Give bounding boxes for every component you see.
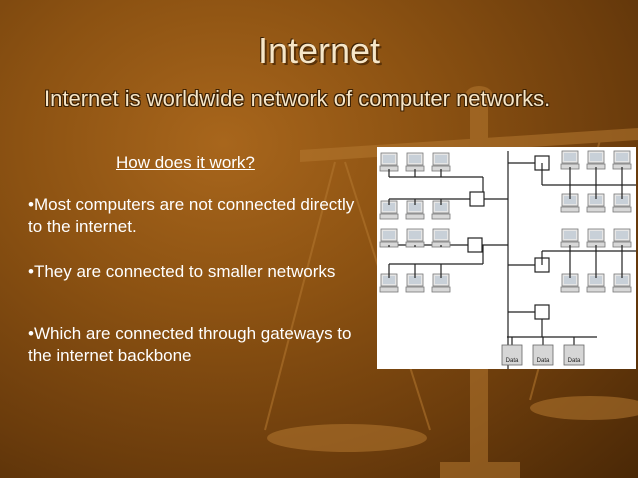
computer-icon: [586, 228, 606, 248]
slide-subtitle: Internet is worldwide network of compute…: [44, 86, 551, 111]
computer-icon: [612, 193, 632, 213]
computer-icon: [405, 152, 425, 172]
slide-title: Internet: [257, 30, 381, 71]
network-diagram: Data Data Data: [377, 147, 636, 369]
computer-icon: [560, 228, 580, 248]
computer-icon: [405, 273, 425, 293]
server-icon: [501, 344, 523, 366]
computer-icon: [379, 152, 399, 172]
computer-icon: [405, 200, 425, 220]
router-icon: [467, 237, 483, 253]
computer-icon: [379, 228, 399, 248]
router-icon: [534, 304, 550, 320]
computer-icon: [431, 273, 451, 293]
question-heading: How does it work?: [116, 153, 255, 172]
bullet-item: •They are connected to smaller networks: [28, 262, 336, 281]
computer-icon: [612, 228, 632, 248]
computer-icon: [612, 273, 632, 293]
computer-icon: [586, 193, 606, 213]
computer-icon: [560, 193, 580, 213]
computer-icon: [431, 228, 451, 248]
computer-icon: [431, 152, 451, 172]
computer-icon: [560, 273, 580, 293]
computer-icon: [586, 150, 606, 170]
server-icon: [563, 344, 585, 366]
server-icon: [532, 344, 554, 366]
server-label: Data: [537, 358, 550, 364]
computer-icon: [560, 150, 580, 170]
computer-icon: [405, 228, 425, 248]
server-label: Data: [568, 358, 581, 364]
server-label: Data: [506, 358, 519, 364]
computer-icon: [379, 273, 399, 293]
network-diagram-svg: Data Data Data: [379, 150, 636, 369]
bullet-item: •Most computers are not connected direct…: [28, 195, 355, 236]
computer-icon: [431, 200, 451, 220]
router-icon: [469, 191, 485, 207]
computer-icon: [612, 150, 632, 170]
bullet-item: •Which are connected through gateways to…: [28, 324, 352, 365]
